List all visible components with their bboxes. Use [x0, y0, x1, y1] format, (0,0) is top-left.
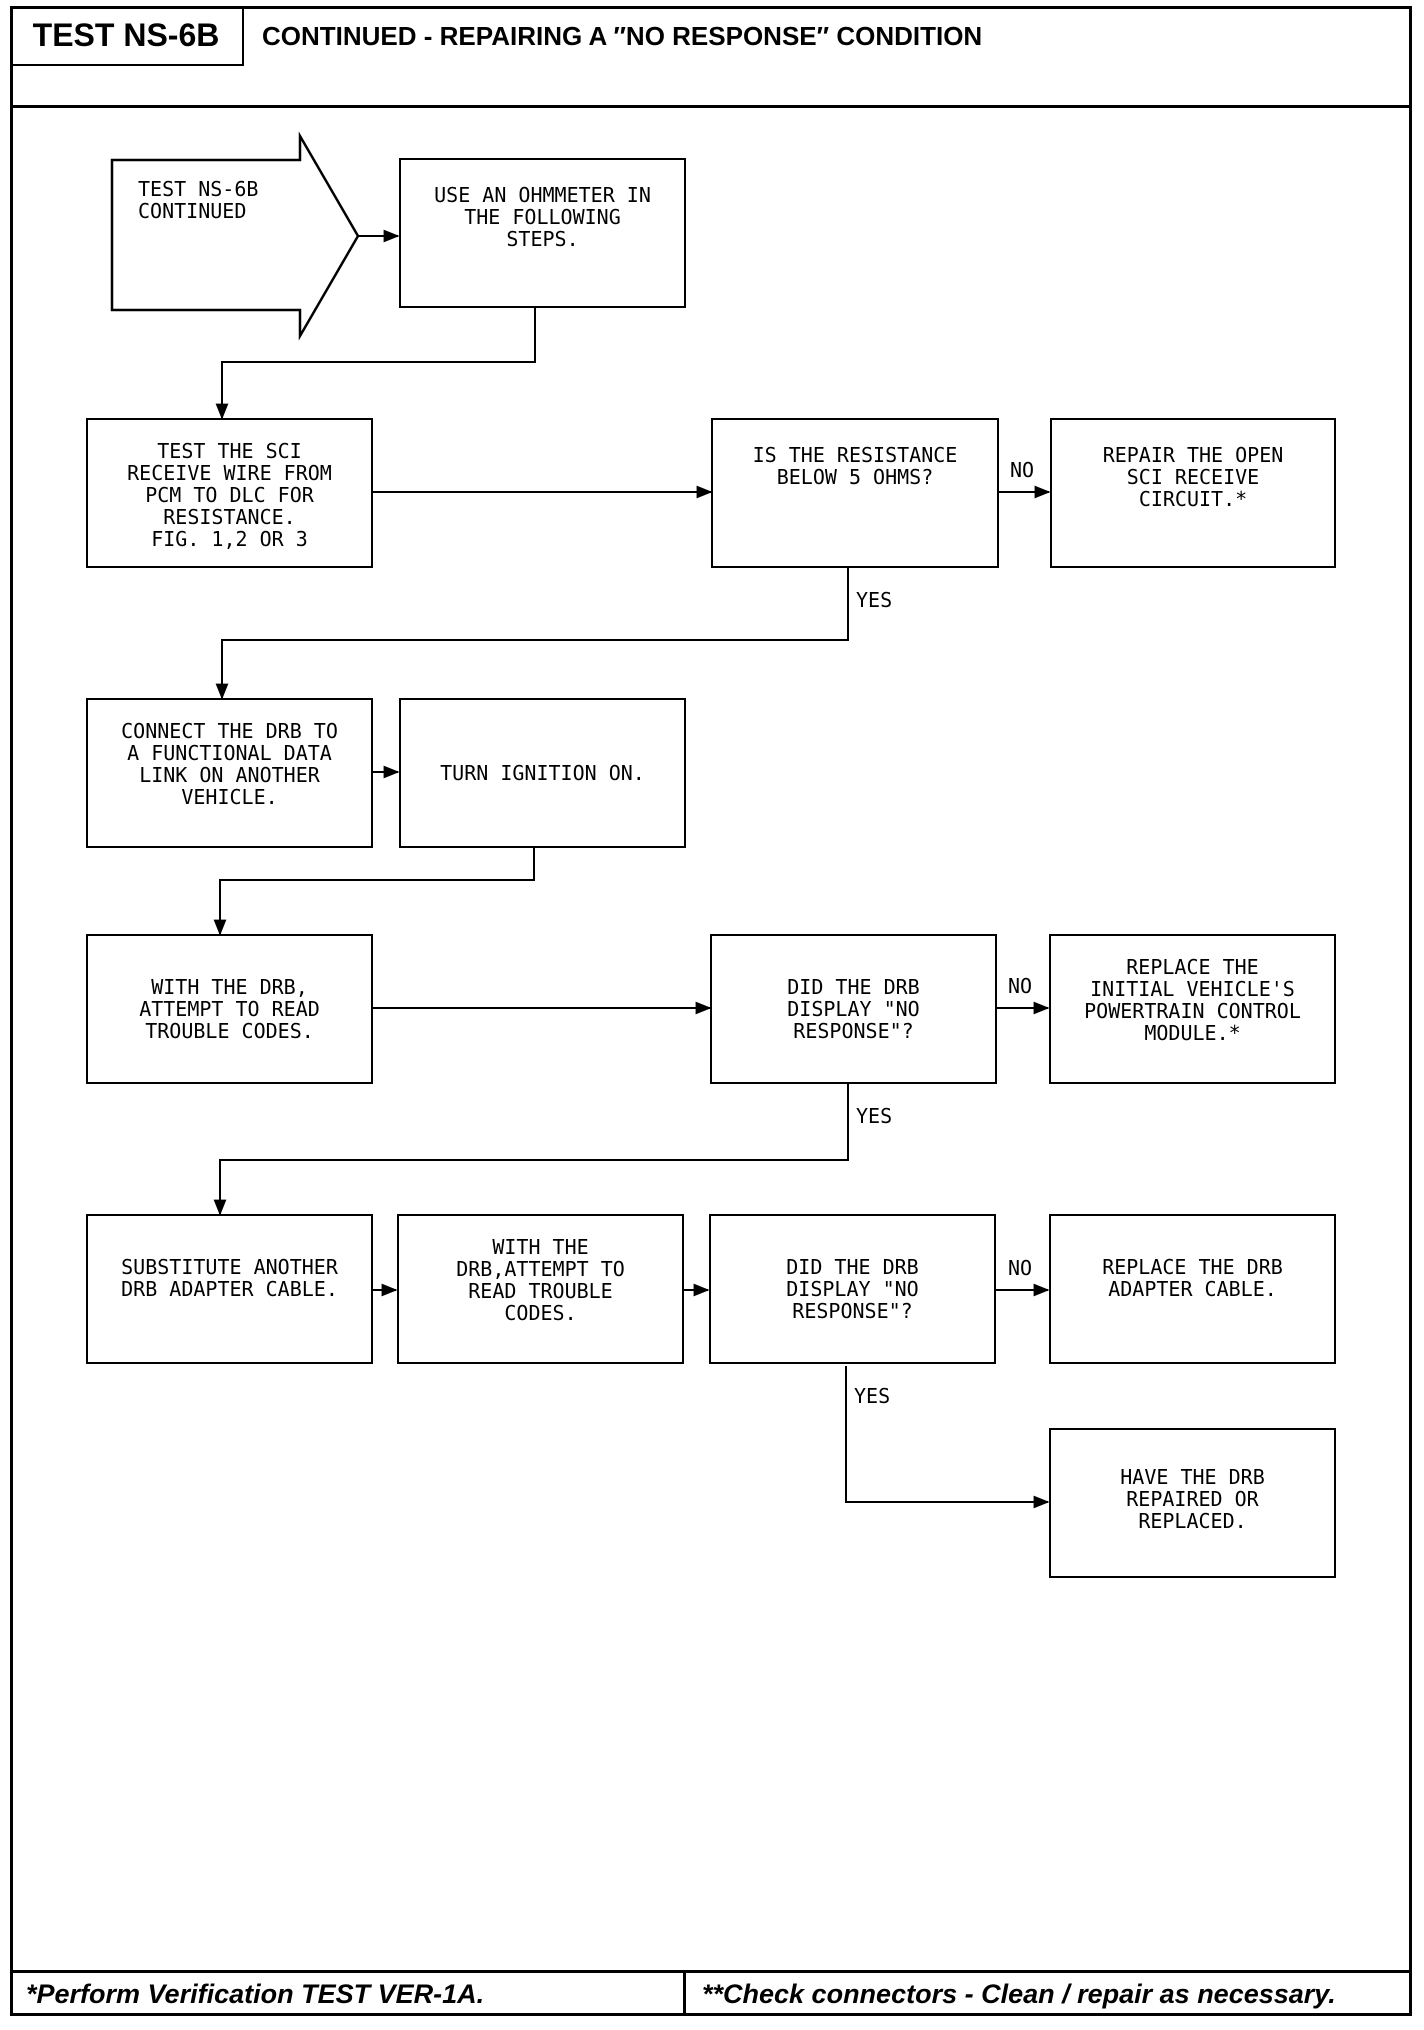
use-ohmmeter-step: USE AN OHMMETER IN THE FOLLOWING STEPS. [399, 158, 686, 308]
replace-pcm-step: REPLACE THE INITIAL VEHICLE'S POWERTRAIN… [1049, 934, 1336, 1084]
yes-label: YES [854, 1384, 891, 1408]
footer-verification-note: *Perform Verification TEST VER-1A. [26, 1978, 485, 2009]
connector-question-2-yes [845, 1366, 1050, 1509]
yes-label: YES [856, 1104, 893, 1128]
resistance-decision: IS THE RESISTANCE BELOW 5 OHMS? [711, 418, 999, 568]
page-title: CONTINUED - REPAIRING A ″NO RESPONSE″ CO… [262, 20, 983, 51]
repair-open-circuit-step: REPAIR THE OPEN SCI RECEIVE CIRCUIT.* [1050, 418, 1336, 568]
start-arrow-shape [110, 131, 360, 341]
display-decision-2: DID THE DRB DISPLAY "NO RESPONSE"? [709, 1214, 996, 1364]
test-id: TEST NS-6B [10, 6, 244, 66]
yes-label: YES [856, 588, 893, 612]
connector-ohmmeter-to-test-sci [215, 308, 536, 420]
footer-column-divider [683, 1972, 686, 2016]
replace-cable-step: REPLACE THE DRB ADAPTER CABLE. [1049, 1214, 1336, 1364]
no-label: NO [1008, 1256, 1033, 1280]
connector-ignition-to-read-codes [213, 848, 535, 936]
display-decision-1: DID THE DRB DISPLAY "NO RESPONSE"? [710, 934, 997, 1084]
repair-drb-step: HAVE THE DRB REPAIRED OR REPLACED. [1049, 1428, 1336, 1578]
test-sci-step: TEST THE SCI RECEIVE WIRE FROM PCM TO DL… [86, 418, 373, 568]
read-codes-step: WITH THE DRB, ATTEMPT TO READ TROUBLE CO… [86, 934, 373, 1084]
footer-divider-line [10, 1970, 1412, 1973]
no-label: NO [1010, 458, 1035, 482]
page-frame [10, 6, 1412, 2016]
start-label: TEST NS-6B CONTINUED [138, 177, 259, 223]
read-codes-retry-step: WITH THE DRB,ATTEMPT TO READ TROUBLE COD… [397, 1214, 684, 1364]
turn-ignition-step: TURN IGNITION ON. [399, 698, 686, 848]
connector-question-yes [215, 566, 849, 700]
no-label: NO [1008, 974, 1033, 998]
footer-connectors-note: **Check connectors - Clean / repair as n… [702, 1978, 1336, 2009]
connector-question-1-yes [213, 1084, 849, 1216]
header-divider [10, 105, 1412, 108]
substitute-cable-step: SUBSTITUTE ANOTHER DRB ADAPTER CABLE. [86, 1214, 373, 1364]
connect-drb-step: CONNECT THE DRB TO A FUNCTIONAL DATA LIN… [86, 698, 373, 848]
